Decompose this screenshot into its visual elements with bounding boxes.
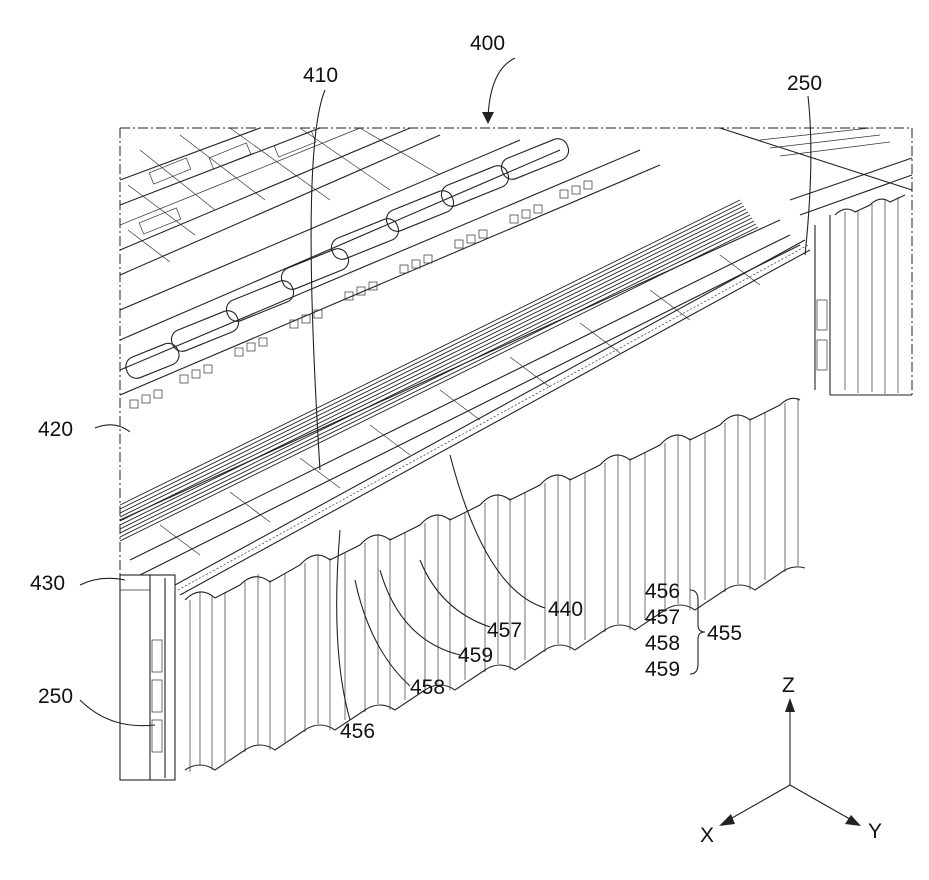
label-420: 420 [38, 418, 73, 441]
leader-lines [80, 58, 811, 726]
axis-z-label: Z [782, 674, 795, 697]
busbar-bundle [120, 200, 758, 541]
label-459: 459 [458, 644, 493, 667]
label-440: 440 [548, 598, 583, 621]
label-430: 430 [30, 572, 65, 595]
cover-upper-surface [120, 136, 780, 520]
tray-structure [120, 128, 560, 340]
right-module [720, 128, 912, 395]
left-side-plate [120, 575, 175, 780]
corrugated-side-wall [185, 398, 805, 772]
callout-labels: 400 410 250 420 430 250 440 457 459 458 … [30, 32, 822, 743]
legend-item: 459 [645, 658, 680, 681]
label-400: 400 [470, 32, 505, 55]
axis-x-label: X [700, 824, 714, 847]
label-457: 457 [487, 619, 522, 642]
legend-item: 456 [645, 580, 680, 603]
axis-y-label: Y [868, 820, 882, 843]
legend-item: 457 [645, 606, 680, 629]
legend-group-label: 455 [707, 622, 742, 645]
legend-group: 456 457 458 459 455 [645, 580, 742, 681]
legend-brace [690, 590, 705, 674]
legend-item: 458 [645, 632, 680, 655]
label-456: 456 [340, 720, 375, 743]
label-250-top: 250 [787, 72, 822, 95]
label-458: 458 [410, 676, 445, 699]
label-410: 410 [303, 64, 338, 87]
axis-indicator: Z X Y [700, 674, 882, 847]
label-250-bottom: 250 [38, 685, 73, 708]
rail-edge [175, 240, 810, 595]
